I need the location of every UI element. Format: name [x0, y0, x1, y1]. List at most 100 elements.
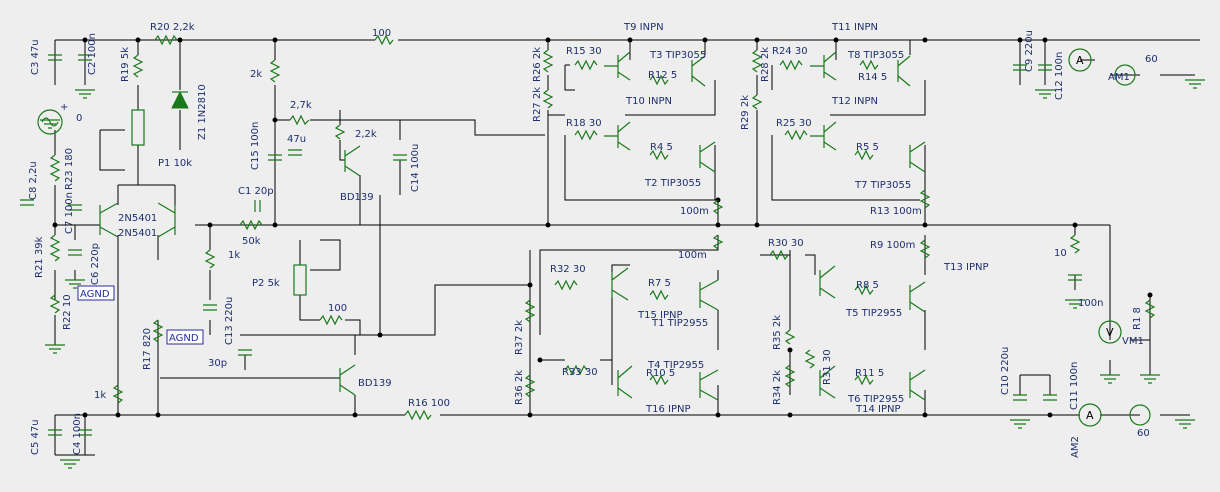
resistor-r24	[779, 59, 803, 71]
label-r35: R35 2k	[772, 315, 783, 350]
label-r14: R14 5	[858, 72, 887, 83]
transistor-t8	[897, 55, 911, 87]
resistor-r14	[859, 59, 879, 71]
resistor-100m-1	[712, 199, 724, 215]
label-r37: R37 2k	[514, 320, 525, 355]
ground-icon	[1010, 419, 1030, 429]
label-c15: C15 100n	[250, 122, 261, 170]
label-bd139-b: BD139	[358, 378, 392, 389]
transistor-t6	[909, 369, 926, 401]
label-t4: T4 TIP2955	[647, 360, 704, 371]
label-r19: R19 5k	[120, 47, 131, 82]
ground-icon	[60, 459, 80, 469]
label-r1: R1 8	[1132, 307, 1143, 330]
transistors	[99, 51, 926, 401]
capacitor-c15-47u	[268, 149, 302, 161]
label-2n5401-b: 2N5401	[118, 228, 157, 239]
resistor-r10	[649, 374, 669, 386]
label-r17: R17 820	[142, 328, 153, 370]
label-30p: 30p	[208, 358, 227, 369]
label-c4: C4 100n	[72, 413, 83, 455]
label-r36: R36 2k	[514, 370, 525, 405]
capacitor-30p	[238, 349, 252, 356]
label-t13: T13 IPNP	[943, 262, 989, 273]
resistor-r19	[132, 54, 144, 78]
label-r24: R24 30	[772, 46, 808, 57]
label-r26: R26 2k	[532, 47, 543, 82]
transistor-2n5401-b	[157, 202, 176, 238]
capacitor-c14	[393, 154, 407, 161]
label-t11: T11 INPN	[831, 22, 878, 33]
capacitor-c5-c4	[48, 429, 92, 436]
ground-icon	[1140, 374, 1160, 384]
label-r18: R18 30	[566, 118, 602, 129]
label-r13: R13 100m	[870, 206, 922, 217]
transistor-t9	[604, 51, 631, 81]
meter-60-1-icon	[1114, 64, 1136, 86]
resistor-2k	[269, 59, 281, 83]
resistor-r31	[804, 349, 816, 369]
label-10: 10	[1054, 248, 1067, 259]
label-1k: 1k	[228, 250, 240, 261]
capacitor-c10-c11	[1013, 394, 1057, 401]
transistor-bd139-b	[339, 364, 356, 396]
resistor-r25	[784, 129, 808, 141]
capacitor-100n	[1068, 274, 1082, 281]
label-r34: R34 2k	[772, 370, 783, 405]
label-r20: R20 2,2k	[150, 22, 195, 33]
resistor-r27	[542, 89, 554, 109]
label-r28: R28 2k	[760, 47, 771, 82]
label-z1: Z1 1N2810	[197, 84, 208, 140]
capacitor-c6	[68, 249, 82, 256]
transistor-t16	[617, 365, 633, 399]
ground-icon	[1035, 89, 1055, 99]
label-t16: T16 IPNP	[645, 404, 691, 415]
label-bd139-a: BD139	[340, 192, 374, 203]
label-agnd-2: AGND	[169, 333, 199, 344]
label-c2: C2 100n	[87, 33, 98, 75]
resistor-r28	[751, 49, 763, 73]
zener-diode-icon	[171, 90, 189, 109]
meter-60-2-icon	[1129, 404, 1151, 426]
resistor-1k	[204, 249, 216, 269]
label-c5: C5 47u	[30, 419, 41, 455]
label-am1: AM1	[1108, 72, 1130, 83]
label-c8: C8 2,2u	[28, 161, 39, 200]
resistor-r23	[49, 154, 61, 182]
label-2n5401-a: 2N5401	[118, 213, 157, 224]
special-components	[37, 48, 1151, 427]
ground-icon	[1065, 299, 1085, 309]
resistor-r5	[854, 149, 874, 161]
resistor-r21	[49, 234, 61, 262]
ground-icon	[1100, 374, 1120, 384]
label-c11: C11 100n	[1069, 362, 1080, 410]
label-100m-2: 100m	[678, 250, 707, 261]
ground-icon	[75, 89, 95, 99]
label-r30: R30 30	[768, 238, 804, 249]
resistor-r11	[854, 374, 874, 386]
svg-text:V: V	[1106, 326, 1114, 339]
label-r15: R15 30	[566, 46, 602, 57]
agnd-box-2	[166, 329, 204, 345]
resistor-2-7k	[289, 114, 310, 126]
label-c12: C12 100n	[1054, 52, 1065, 100]
label-t10: T10 INPN	[625, 96, 672, 107]
resistor-r30	[769, 249, 789, 261]
transistor-t15	[611, 267, 629, 301]
resistor-r17	[152, 319, 164, 343]
label-t14: T14 IPNP	[855, 404, 901, 415]
label-r22: R22 10	[62, 294, 73, 330]
resistor-r12	[649, 74, 669, 86]
label-agnd-1: AGND	[80, 289, 110, 300]
potentiometer-p1	[131, 109, 145, 146]
transistor-t13	[819, 265, 836, 299]
resistor-r13	[919, 189, 931, 209]
capacitor-c1	[254, 200, 261, 212]
label-c6: C6 220p	[90, 243, 101, 285]
label-r100-top: 100	[372, 28, 391, 39]
label-r31: R31 30	[822, 349, 833, 385]
label-r5: R5 5	[856, 142, 879, 153]
label-t9: T9 INPN	[623, 22, 664, 33]
